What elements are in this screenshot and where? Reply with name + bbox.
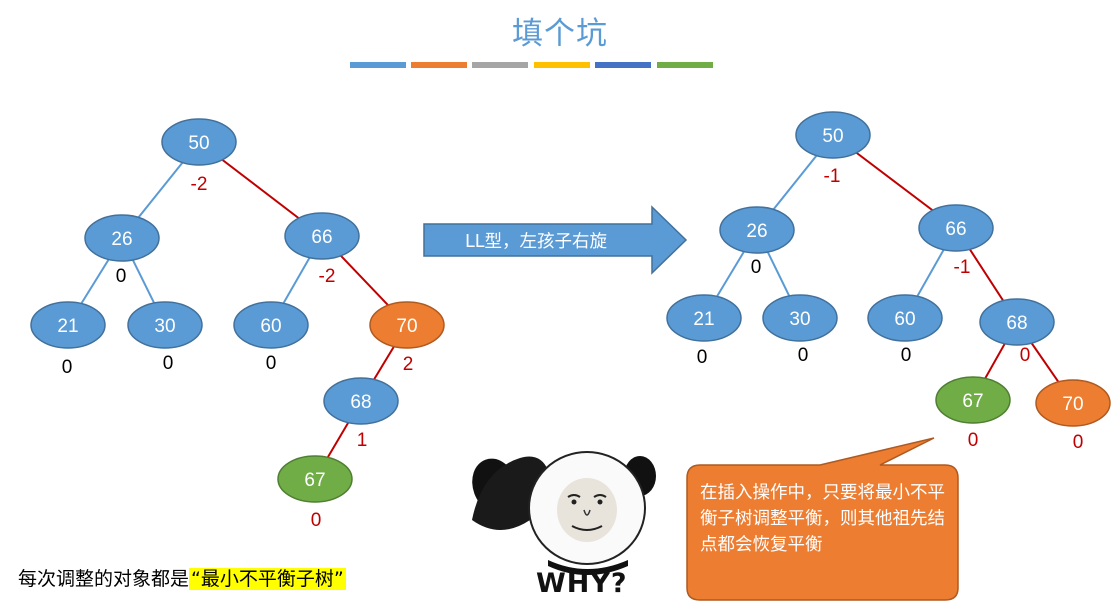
caption-highlight: “最小不平衡子树”	[189, 568, 346, 590]
node-circle	[762, 294, 838, 342]
tree-node: 60	[867, 294, 943, 342]
color-bar-segment	[595, 62, 651, 68]
tree-node: 66	[284, 212, 360, 260]
node-value: 68	[350, 392, 371, 413]
tree-node: 26	[84, 214, 160, 262]
node-circle	[369, 301, 445, 349]
balance-factor: 0	[62, 357, 73, 378]
node-circle	[30, 301, 106, 349]
node-circle	[666, 294, 742, 342]
tree-node: 68	[323, 377, 399, 425]
tree-node: 70	[1035, 379, 1111, 427]
node-circle	[935, 376, 1011, 424]
node-circle	[233, 301, 309, 349]
node-value: 66	[311, 227, 332, 248]
node-circle	[323, 377, 399, 425]
node-circle	[979, 298, 1055, 346]
panda-meme-image	[472, 451, 656, 575]
tree-node: 21	[666, 294, 742, 342]
balance-factor: 0	[968, 430, 979, 451]
balance-factor: 0	[751, 257, 762, 278]
node-value: 50	[822, 126, 843, 147]
tree-node: 67	[277, 455, 353, 503]
balance-factor: -2	[191, 174, 208, 195]
node-value: 66	[945, 219, 966, 240]
balance-factor: 0	[1073, 432, 1084, 453]
balance-factor: 0	[1020, 345, 1031, 366]
balance-factor: -1	[954, 257, 971, 278]
node-circle	[867, 294, 943, 342]
node-circle	[161, 118, 237, 166]
node-circle	[84, 214, 160, 262]
arrow-label: LL型，左孩子右旋	[465, 232, 607, 252]
tree-node: 67	[935, 376, 1011, 424]
node-value: 68	[1006, 313, 1027, 334]
caption-prefix: 每次调整的对象都是	[18, 568, 190, 590]
node-value: 30	[789, 309, 810, 330]
caption: 每次调整的对象都是“最小不平衡子树”	[18, 564, 346, 591]
balance-factor: 0	[163, 353, 174, 374]
tree-node: 60	[233, 301, 309, 349]
meme-label: WHY?	[536, 568, 628, 599]
balance-factor: 2	[403, 354, 414, 375]
balance-factor: 1	[357, 430, 368, 451]
callout-shape	[686, 437, 959, 601]
node-value: 70	[396, 316, 417, 337]
balance-factor: 0	[116, 266, 127, 287]
node-value: 50	[188, 133, 209, 154]
callout-bubble	[686, 437, 959, 601]
tree-node: 50	[795, 111, 871, 159]
node-circle	[1035, 379, 1111, 427]
tree-node: 68	[979, 298, 1055, 346]
node-value: 30	[154, 316, 175, 337]
node-value: 21	[693, 309, 714, 330]
balance-factor: -2	[319, 266, 336, 287]
page-title: 填个坑	[512, 16, 608, 52]
node-value: 26	[746, 221, 767, 242]
balance-factor: 0	[901, 345, 912, 366]
node-value: 60	[894, 309, 915, 330]
node-circle	[127, 301, 203, 349]
node-value: 26	[111, 229, 132, 250]
node-circle	[918, 204, 994, 252]
node-value: 67	[304, 470, 325, 491]
color-bar-segment	[657, 62, 713, 68]
color-bar-segment	[411, 62, 467, 68]
node-circle	[795, 111, 871, 159]
balance-factor: 0	[311, 510, 322, 531]
balance-factor: 0	[798, 345, 809, 366]
tree-node: 21	[30, 301, 106, 349]
tree-node: 26	[719, 206, 795, 254]
node-value: 21	[57, 316, 78, 337]
arrow-shape	[423, 205, 688, 275]
node-value: 70	[1062, 394, 1083, 415]
tree-node: 30	[762, 294, 838, 342]
node-value: 60	[260, 316, 281, 337]
color-bar-segment	[350, 62, 406, 68]
node-circle	[284, 212, 360, 260]
node-value: 67	[962, 391, 983, 412]
color-bar-segment	[472, 62, 528, 68]
tree-node: 50	[161, 118, 237, 166]
balance-factor: 0	[266, 353, 277, 374]
rotation-arrow: LL型，左孩子右旋	[423, 205, 688, 275]
callout-text: 在插入操作中，只要将最小不平衡子树调整平衡，则其他祖先结点都会恢复平衡	[700, 483, 945, 555]
tree-node: 70	[369, 301, 445, 349]
balance-factor: 0	[697, 347, 708, 368]
tree-node: 66	[918, 204, 994, 252]
node-circle	[719, 206, 795, 254]
tree-node: 30	[127, 301, 203, 349]
color-bar-segment	[534, 62, 590, 68]
node-circle	[277, 455, 353, 503]
balance-factor: -1	[824, 166, 841, 187]
